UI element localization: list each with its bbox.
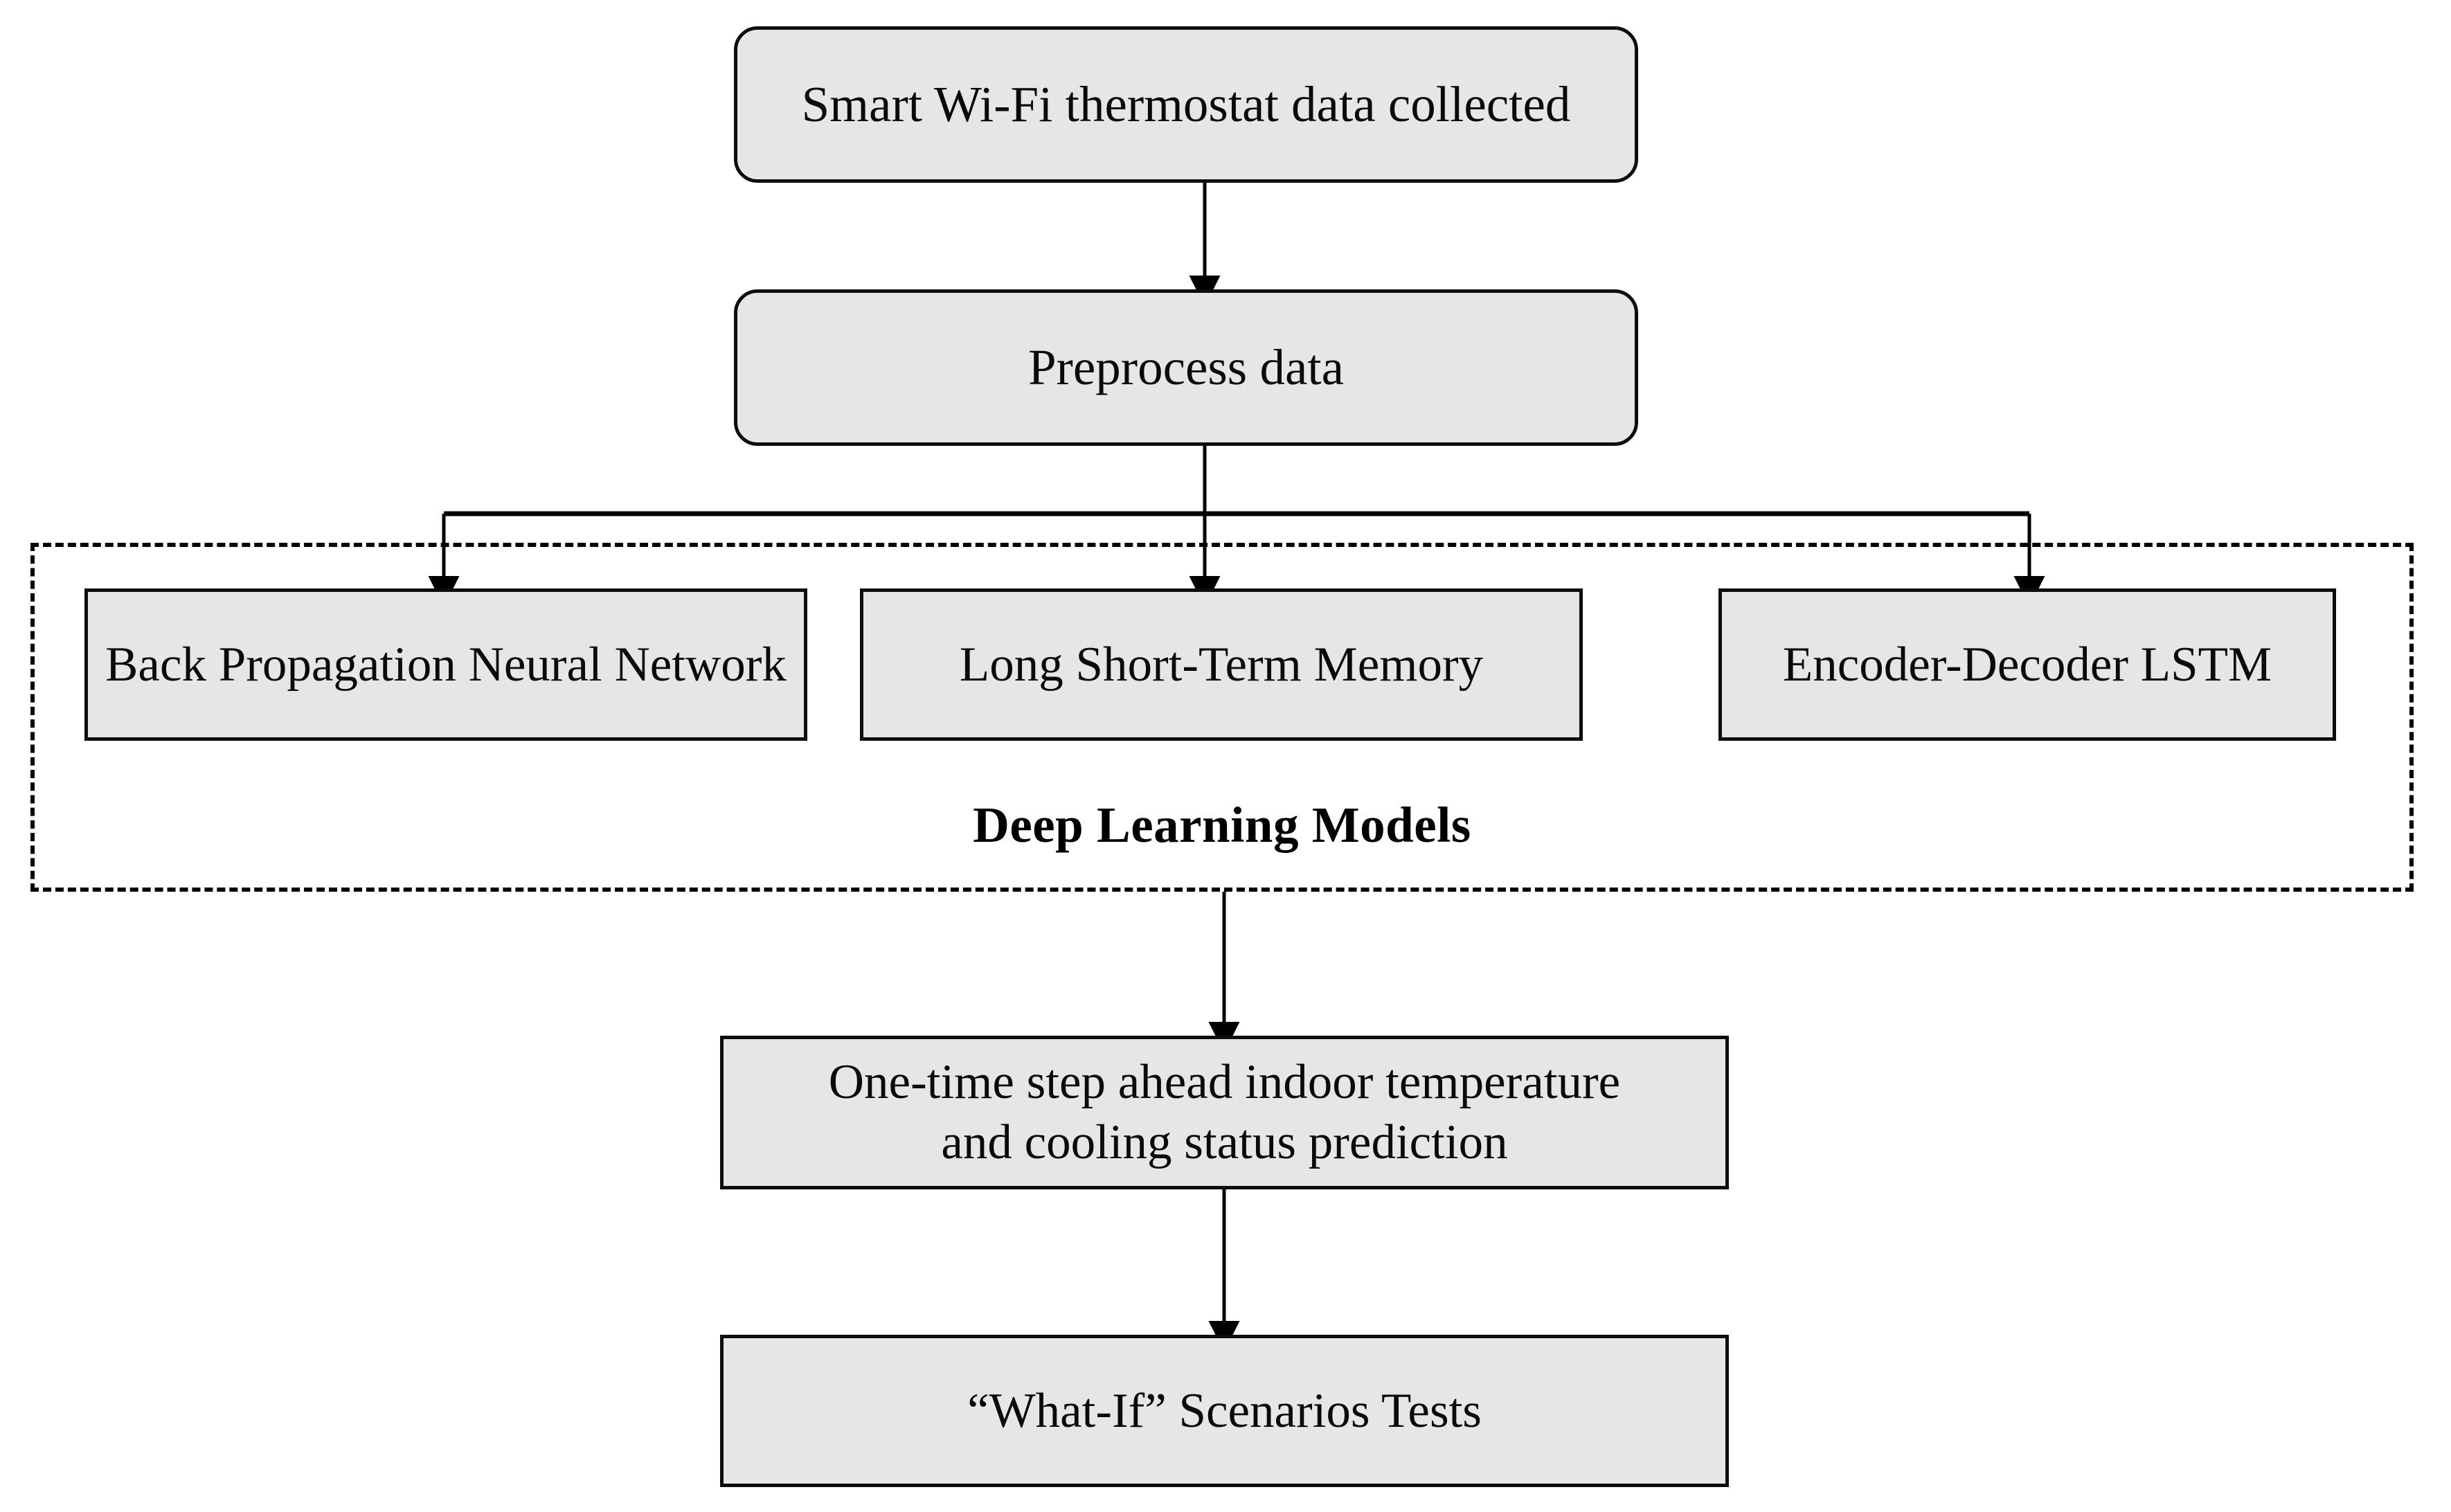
node-back-propagation-neural-network[interactable]: Back Propagation Neural Network [84,588,807,741]
node-preprocess-data[interactable]: Preprocess data [734,289,1638,446]
node-long-short-term-memory[interactable]: Long Short-Term Memory [860,588,1583,741]
node-data-collection-label: Smart Wi-Fi thermostat data collected [801,76,1571,133]
node-back-propagation-neural-network-label: Back Propagation Neural Network [105,637,787,692]
deep-learning-group-container [30,543,2414,892]
node-preprocess-data-label: Preprocess data [1027,339,1345,396]
node-what-if-scenarios-tests[interactable]: “What-If” Scenarios Tests [720,1335,1729,1487]
node-encoder-decoder-lstm[interactable]: Encoder-Decoder LSTM [1718,588,2336,741]
node-data-collection[interactable]: Smart Wi-Fi thermostat data collected [734,26,1638,183]
node-encoder-decoder-lstm-label: Encoder-Decoder LSTM [1782,637,2272,692]
deep-learning-group-title: Deep Learning Models [973,797,1471,853]
node-prediction-output-label: One-time step ahead indoor temperature a… [828,1055,1621,1169]
node-prediction-output[interactable]: One-time step ahead indoor temperature a… [720,1036,1729,1189]
node-long-short-term-memory-label: Long Short-Term Memory [959,637,1484,692]
node-what-if-scenarios-tests-label: “What-If” Scenarios Tests [967,1383,1482,1438]
